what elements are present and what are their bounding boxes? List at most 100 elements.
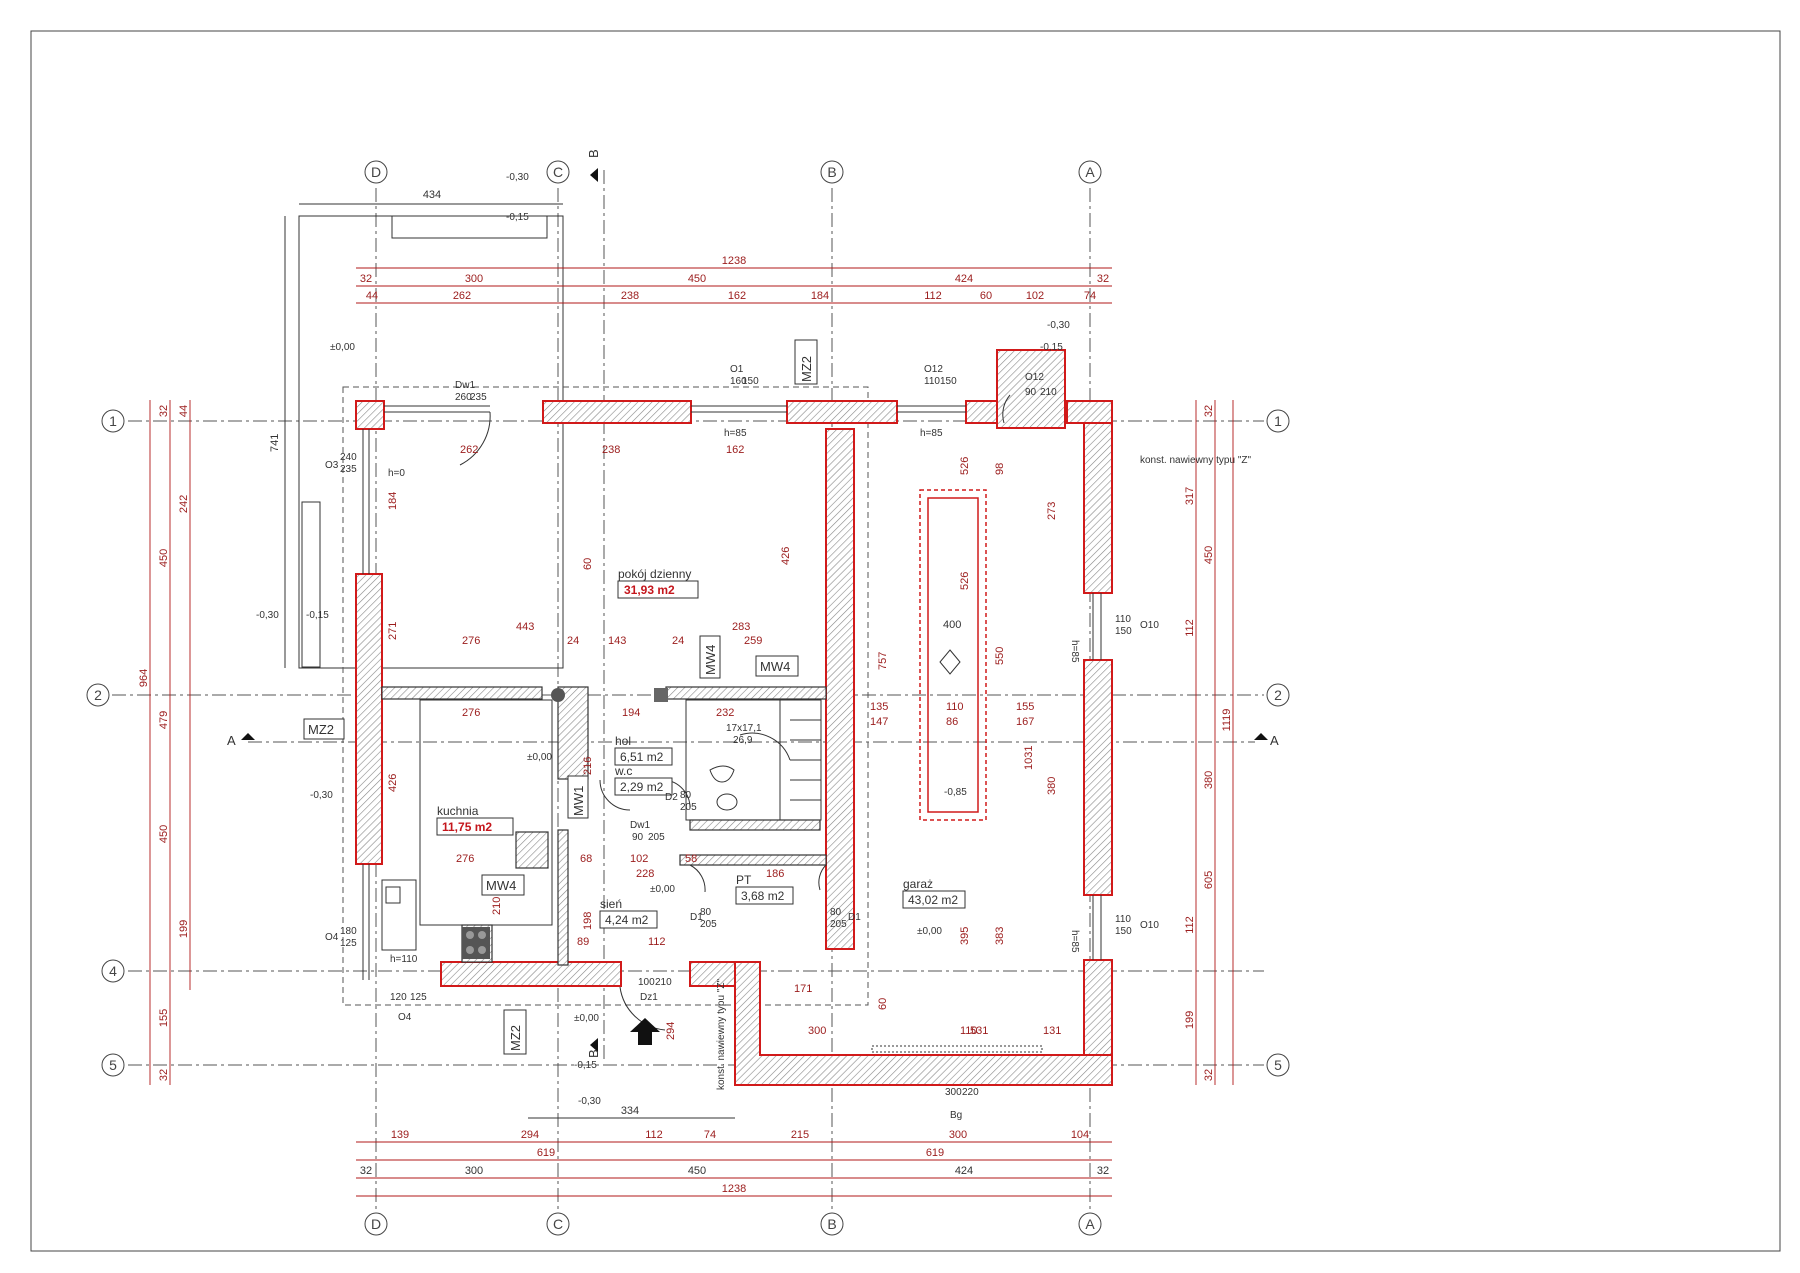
interior-dim-17: 89 bbox=[577, 936, 589, 948]
axis-label-2-left: 2 bbox=[94, 687, 102, 703]
room-name-living: pokój dzienny bbox=[618, 567, 691, 581]
garage-pit bbox=[919, 489, 987, 821]
note-vent-bottom: konst. nawiewny typu "Z" bbox=[716, 979, 727, 1090]
axis-label-c-top: C bbox=[553, 164, 563, 180]
level-3: -0,30 bbox=[256, 610, 279, 621]
bottom-inner-dim-6: 104 bbox=[1071, 1129, 1089, 1141]
opening-o4b-h: 125 bbox=[410, 992, 427, 1003]
axis-label-4-left: 4 bbox=[109, 963, 117, 979]
left-mid-dim-5: 32 bbox=[158, 1069, 170, 1081]
opening-d2-label: D2 bbox=[665, 792, 678, 803]
bottom-mid-dim-2: 450 bbox=[688, 1165, 706, 1177]
left-inner-dim-0: 44 bbox=[178, 405, 190, 417]
interior-dimensions-vertical: 60 426 426 271 184 526 550 1031 757 395 … bbox=[387, 457, 1058, 1040]
opening-o4-h: 125 bbox=[340, 938, 357, 949]
opening-o3-w: 240 bbox=[340, 452, 357, 463]
interior-dim-35: 110 bbox=[960, 1025, 978, 1037]
top-dimensions: 1238 32 300 450 424 32 44 262 238 162 18… bbox=[356, 255, 1112, 304]
top-inner-dim-2: 238 bbox=[621, 290, 639, 302]
interior-dim-3: 143 bbox=[608, 635, 626, 647]
stairs: 17x17,1 26,9 bbox=[685, 699, 822, 821]
axis-label-b-top: B bbox=[827, 164, 836, 180]
left-mid-dim-0: 32 bbox=[158, 405, 170, 417]
interior-dim-29: 757 bbox=[877, 652, 889, 670]
opening-d1-label: D1 bbox=[690, 912, 703, 923]
left-mid-dim-4: 155 bbox=[158, 1009, 170, 1027]
opening-o10a-h: 150 bbox=[1115, 626, 1132, 637]
interior-dim-21: 155 bbox=[1016, 701, 1034, 713]
opening-o10b-label: O10 bbox=[1140, 920, 1159, 931]
right-mid-dim-3: 605 bbox=[1203, 871, 1215, 889]
top-mid-dim-3: 424 bbox=[955, 273, 973, 285]
level-10: -0,15 bbox=[574, 1060, 597, 1071]
opening-o12-label: O12 bbox=[924, 364, 943, 375]
level-6: -0,30 bbox=[310, 790, 333, 801]
top-mid-dim-2: 450 bbox=[688, 273, 706, 285]
interior-dim-28: 1031 bbox=[1023, 746, 1035, 770]
opening-dw1b-w: 90 bbox=[632, 832, 644, 843]
bottom-inner-dim-5: 300 bbox=[949, 1129, 967, 1141]
opening-d1b-w: 80 bbox=[830, 907, 842, 918]
interior-dim-16: 186 bbox=[766, 868, 784, 880]
room-area-garage: 43,02 m2 bbox=[908, 893, 958, 907]
room-area-pt: 3,68 m2 bbox=[741, 889, 785, 903]
interior-dim-0: 443 bbox=[516, 621, 534, 633]
axis-bubbles: D C B A D C B A 1 2 4 5 1 2 5 bbox=[86, 160, 1290, 1236]
opening-o4-w: 180 bbox=[340, 926, 357, 937]
entry-width-dim: 334 bbox=[621, 1105, 639, 1117]
interior-dim-20: 110 bbox=[946, 701, 964, 713]
interior-dim-33: 273 bbox=[1046, 502, 1058, 520]
sill-heights: h=85 h=85 h=0 h=110 h=85 h=85 bbox=[388, 428, 1080, 965]
axis-label-a-top: A bbox=[1085, 164, 1095, 180]
opening-dw1b-label: Dw1 bbox=[630, 820, 650, 831]
top-inner-dim-4: 184 bbox=[811, 290, 829, 302]
opening-o3-h: 235 bbox=[340, 464, 357, 475]
opening-o4-label: O4 bbox=[325, 932, 339, 943]
interior-dim-155: 294 bbox=[665, 1022, 677, 1040]
interior-dim-42: 426 bbox=[387, 774, 399, 792]
opening-dw1b-h: 205 bbox=[648, 832, 665, 843]
right-inner-dim-2: 112 bbox=[1184, 916, 1196, 934]
right-dimensions: 32 450 380 605 32 317 112 112 199 1119 bbox=[1184, 400, 1234, 1085]
interior-dim-25: 400 bbox=[943, 619, 961, 631]
interior-dim-39: 131 bbox=[1043, 1025, 1061, 1037]
tag-mw1: MW1 bbox=[571, 786, 586, 816]
interior-dim-c: 162 bbox=[726, 444, 744, 456]
top-inner-dim-8: 74 bbox=[1084, 290, 1096, 302]
section-b-top: B bbox=[586, 149, 601, 158]
bottom-mid-dim-3: 424 bbox=[955, 1165, 973, 1177]
level-8: ±0,00 bbox=[917, 926, 942, 937]
axis-label-2-right: 2 bbox=[1274, 687, 1282, 703]
bottom-inner-dim-3: 74 bbox=[704, 1129, 716, 1141]
interior-dim-26: 526 bbox=[959, 572, 971, 590]
interior-dim-11: 276 bbox=[456, 853, 474, 865]
opening-d2-h: 205 bbox=[680, 802, 697, 813]
room-name-wc: w.c bbox=[614, 764, 632, 778]
level-0: -0,30 bbox=[506, 172, 529, 183]
bottom-half-dim-0: 619 bbox=[537, 1147, 555, 1159]
opening-d1-h: 205 bbox=[700, 919, 717, 930]
sill-height-2: h=0 bbox=[388, 468, 405, 479]
opening-bg-w: 300 bbox=[945, 1087, 962, 1098]
axis-label-a-bottom: A bbox=[1085, 1216, 1095, 1232]
room-name-pt: PT bbox=[736, 873, 752, 887]
room-name-hall: hol bbox=[615, 734, 631, 748]
left-mid-dim-1: 450 bbox=[158, 549, 170, 567]
top-inner-dim-5: 112 bbox=[924, 290, 942, 302]
interior-dim-13: 58 bbox=[685, 853, 697, 865]
sill-height-3: h=110 bbox=[390, 954, 418, 965]
axis-label-c-bottom: C bbox=[553, 1216, 563, 1232]
interior-dim-12: 102 bbox=[630, 853, 648, 865]
roof-outline bbox=[342, 386, 869, 1006]
interior-dim-7: 194 bbox=[622, 707, 640, 719]
top-inner-dim-0: 44 bbox=[366, 290, 378, 302]
left-dimensions: 964 32 450 479 450 155 32 44 242 199 bbox=[138, 400, 191, 1085]
left-total-dim: 964 bbox=[138, 669, 150, 687]
axis-label-1-right: 1 bbox=[1274, 413, 1282, 429]
section-a-left: A bbox=[227, 733, 236, 748]
section-b-bottom: B bbox=[586, 1049, 601, 1058]
room-name-kitchen: kuchnia bbox=[437, 804, 479, 818]
interior-dim-2: 24 bbox=[567, 635, 579, 647]
interior-dim-24: 167 bbox=[1016, 716, 1034, 728]
opening-bg-h: 220 bbox=[962, 1087, 979, 1098]
